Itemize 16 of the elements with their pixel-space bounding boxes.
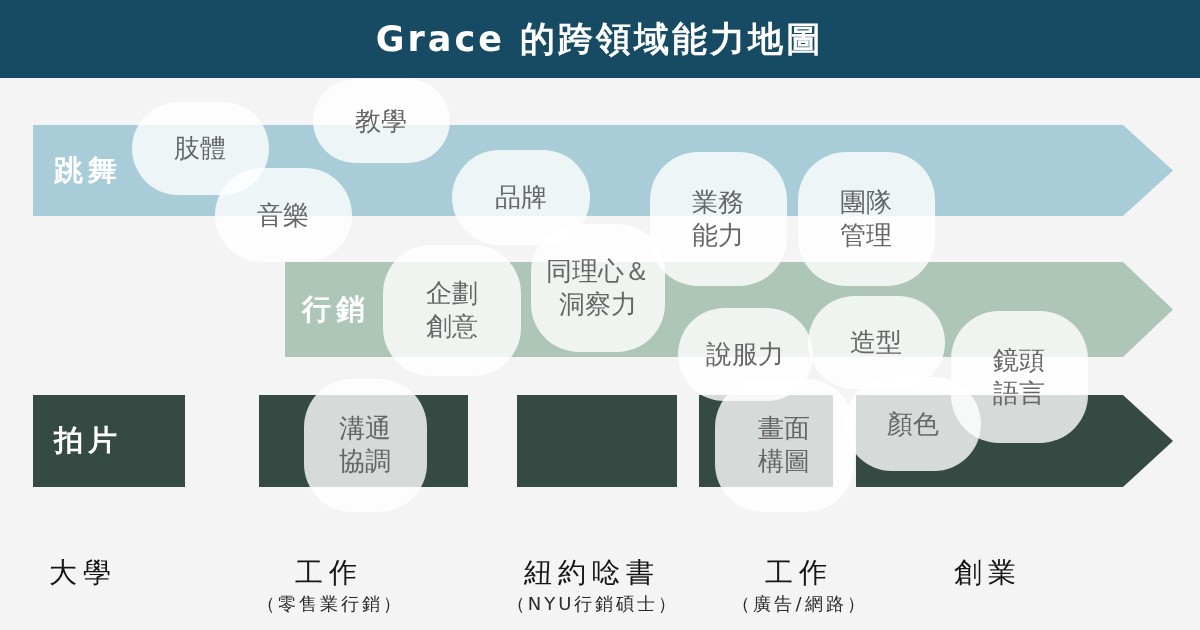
skill-bubble: 教學 xyxy=(312,79,450,163)
skill-bubble: 畫面構圖 xyxy=(714,378,854,512)
skill-bubble: 溝通協調 xyxy=(303,378,427,512)
skill-bubble: 音樂 xyxy=(214,168,352,262)
timeline-label: 紐約唸書 xyxy=(524,556,660,590)
timeline-note: （廣告/網路） xyxy=(732,593,868,615)
skill-bubble: 企劃創意 xyxy=(383,244,521,376)
skill-bubble: 團隊管理 xyxy=(797,152,935,286)
timeline-label: 創業 xyxy=(954,556,1022,590)
title-bar: Grace 的跨領域能力地圖 xyxy=(0,0,1200,78)
timeline-label: 工作 xyxy=(765,556,833,590)
timeline-label: 大學 xyxy=(49,556,117,590)
skill-bubble: 同理心＆洞察力 xyxy=(531,224,665,352)
timeline-note: （零售業行銷） xyxy=(256,593,404,615)
timeline-label: 工作 xyxy=(295,556,363,590)
timeline-note: （NYU行銷碩士） xyxy=(506,593,680,615)
